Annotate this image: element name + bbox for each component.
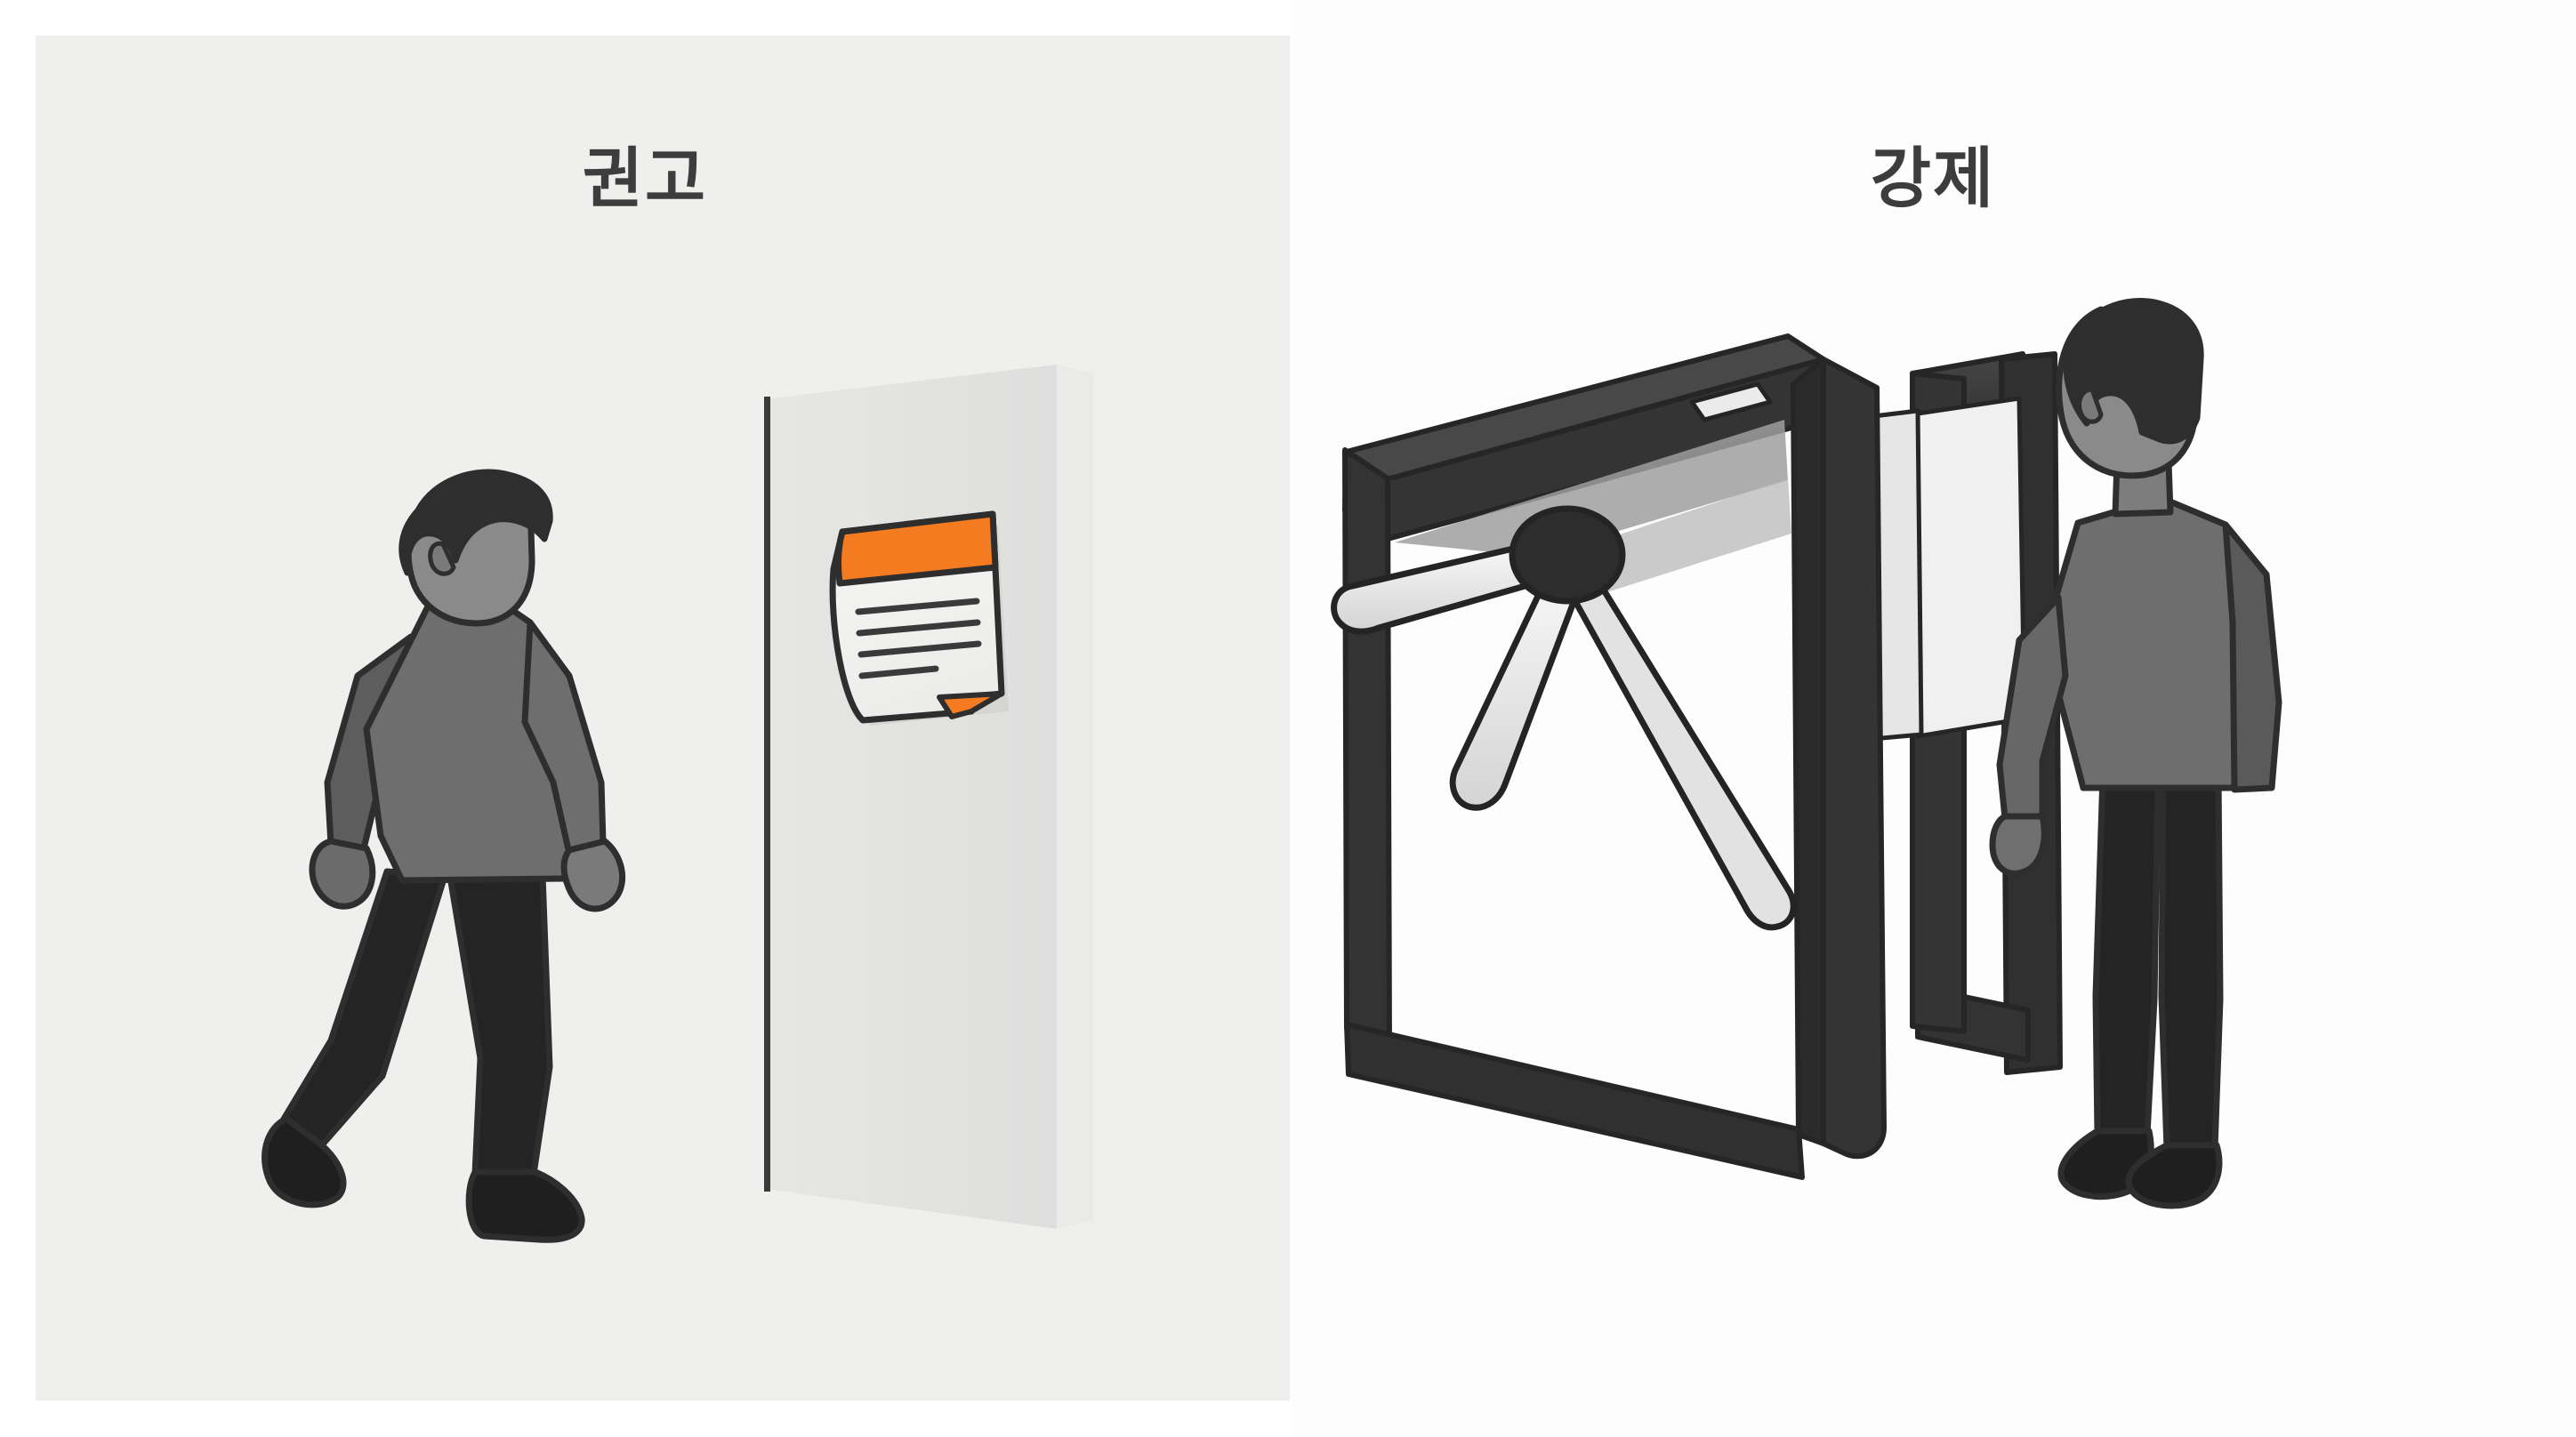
person-front-shoe: [465, 1168, 585, 1243]
turnstile-gate: [1331, 333, 2063, 1180]
left-scene-illustration: [262, 365, 1094, 1243]
standing-person: [1989, 298, 2282, 1209]
turnstile-near-frame: [1342, 333, 1887, 1180]
right-scene-illustration: [1331, 298, 2282, 1209]
notice-paper: [829, 510, 1005, 724]
person-front-leg: [446, 868, 553, 1177]
turnstile-inner-wedge: [1395, 420, 1788, 558]
tripod-arm-left: [1331, 537, 1557, 635]
notice-paper-text-lines: [855, 598, 982, 679]
near-frame-right-post-shade: [1791, 357, 1826, 1146]
notice-paper-header-band: [835, 510, 999, 587]
notice-paper-folded-corner: [937, 691, 1004, 719]
turnstile-tripod-arms: [1331, 505, 1797, 931]
standing-person-near-shoe: [2125, 1142, 2223, 1209]
tripod-arm-down-left: [1449, 553, 1587, 811]
left-panel-title: 권고: [582, 141, 708, 215]
walking-person: [262, 469, 626, 1243]
person-ear: [428, 541, 456, 576]
card-reader: [1689, 381, 1773, 422]
notice-line-4: [858, 665, 939, 679]
standing-person-left-hand: [1989, 813, 2048, 877]
panel-recommendation: 권고: [36, 36, 1290, 1401]
notice-board-edge: [764, 397, 770, 1192]
standing-person-far-leg: [2092, 772, 2161, 1138]
panel-compulsion: 강제: [1290, 0, 2576, 1437]
tripod-hub: [1509, 505, 1626, 605]
notice-line-3: [857, 640, 982, 658]
person-near-hand: [560, 838, 626, 912]
right-panel-title: 강제: [1870, 141, 1996, 215]
notice-board-face: [770, 365, 1057, 1229]
near-frame-left-post: [1342, 447, 1392, 1054]
standing-person-hair: [2063, 298, 2204, 445]
near-frame-bottom-bar: [1344, 1022, 1805, 1180]
notice-board: [764, 365, 1094, 1229]
standing-person-ear: [2077, 387, 2104, 424]
notice-line-2: [856, 619, 981, 637]
standing-person-right-sleeve: [2222, 521, 2282, 793]
person-back-leg: [279, 868, 448, 1151]
near-frame-right-post: [1821, 357, 1887, 1160]
gate-glass-panel: [1910, 396, 2027, 739]
notice-board-side: [1057, 365, 1094, 1229]
person-hair: [398, 469, 553, 576]
person-far-hand: [309, 838, 376, 910]
notice-line-1: [855, 598, 980, 615]
person-back-shoe: [262, 1115, 347, 1208]
tripod-arm-down-right: [1564, 562, 1797, 931]
card-reader-face: [1689, 381, 1773, 422]
standing-person-near-leg: [2158, 772, 2224, 1152]
